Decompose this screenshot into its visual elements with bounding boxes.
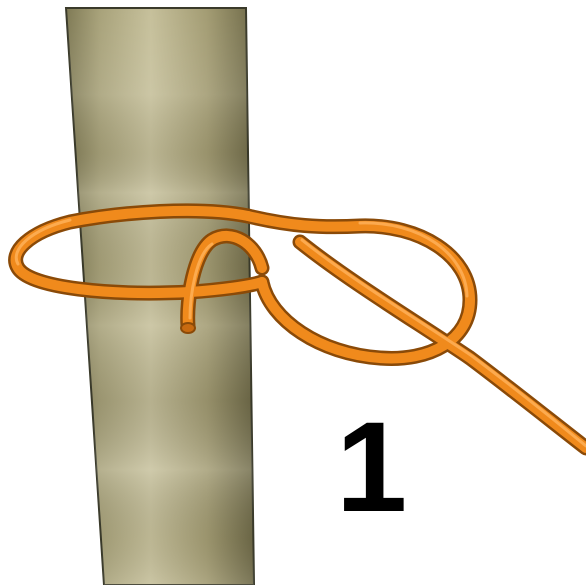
pole-front-overlap: [86, 212, 120, 296]
step-number: 1: [336, 398, 396, 538]
